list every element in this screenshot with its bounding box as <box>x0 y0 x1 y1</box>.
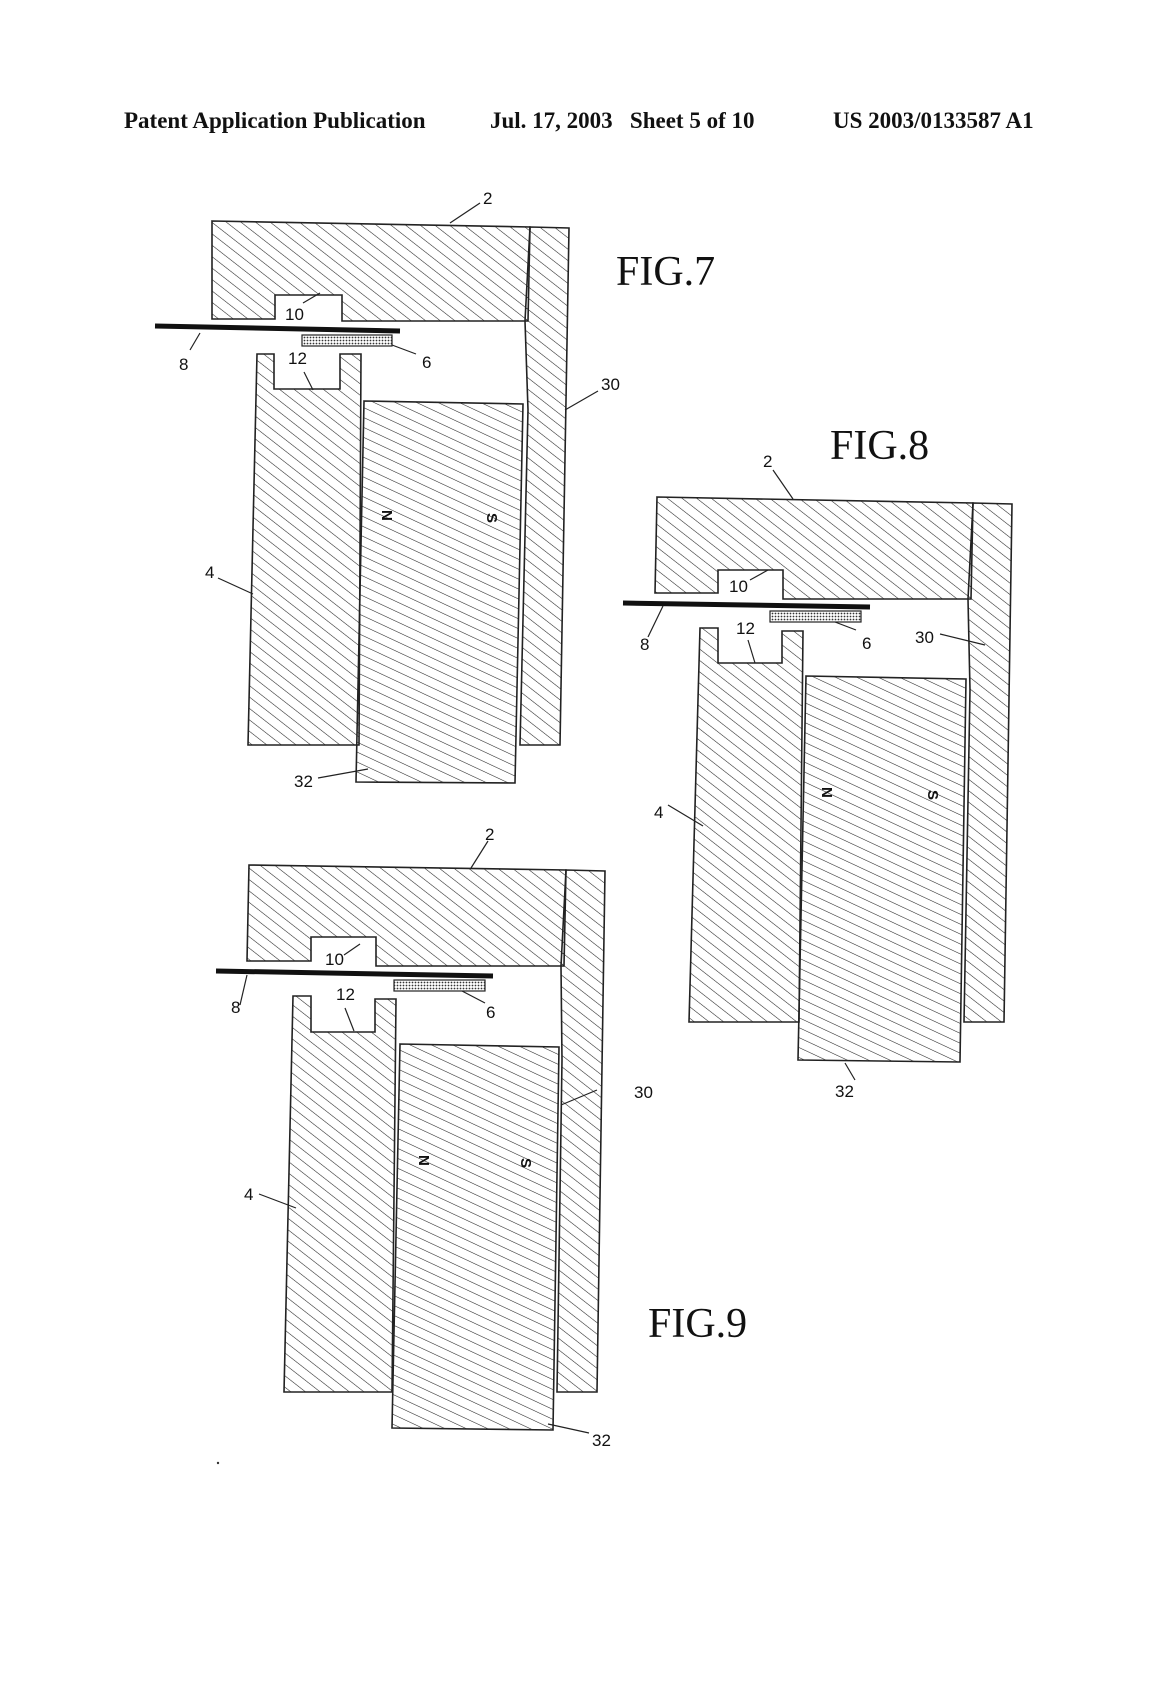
fig7-part-2 <box>211 220 531 322</box>
header-publication: Patent Application Publication <box>124 108 426 133</box>
fig8-plate-8 <box>622 600 871 610</box>
fig8-ref-12: 12 <box>736 619 755 638</box>
fig9-part-4 <box>283 995 397 1393</box>
fig7-ref-12: 12 <box>288 349 307 368</box>
fig9-pole-n: N <box>415 1155 432 1166</box>
figure-9: FIG.9 2 10 8 12 6 30 4 32 N S <box>215 825 747 1450</box>
fig8-element-6 <box>769 610 862 623</box>
fig7-pole-n: N <box>378 510 395 521</box>
fig8-ref-6: 6 <box>862 634 871 653</box>
fig9-ref-12: 12 <box>336 985 355 1004</box>
fig7-magnet-32 <box>355 400 524 784</box>
header-patent-number: US 2003/0133587 A1 <box>833 108 1034 133</box>
fig8-part-30 <box>963 502 1013 1023</box>
fig9-plate-8 <box>215 968 494 979</box>
fig7-ref-2: 2 <box>483 189 492 208</box>
fig8-pole-s: S <box>924 790 941 800</box>
fig8-magnet-32 <box>797 675 967 1063</box>
fig8-ref-4: 4 <box>654 803 663 822</box>
fig8-ref-32: 32 <box>835 1082 854 1101</box>
fig8-ref-8: 8 <box>640 635 649 654</box>
fig9-element-6 <box>393 979 486 992</box>
fig7-ref-6: 6 <box>422 353 431 372</box>
speck-mark <box>216 1461 220 1465</box>
fig7-ref-4: 4 <box>205 563 214 582</box>
fig9-ref-32: 32 <box>592 1431 611 1450</box>
fig8-part-2 <box>654 496 974 600</box>
fig8-ref-10: 10 <box>729 577 748 596</box>
fig9-part-30 <box>556 869 606 1393</box>
fig9-part-2 <box>246 864 567 967</box>
fig7-part-4 <box>247 353 362 746</box>
fig9-ref-30: 30 <box>634 1083 653 1102</box>
fig9-ref-4: 4 <box>244 1185 253 1204</box>
fig9-ref-10: 10 <box>325 950 344 969</box>
fig9-magnet-32 <box>391 1043 560 1431</box>
fig8-label: FIG.8 <box>830 423 929 469</box>
fig9-pole-s: S <box>517 1158 534 1168</box>
figure-8: FIG.8 2 10 8 12 6 30 4 32 N S <box>622 423 1013 1101</box>
fig7-pole-s: S <box>483 513 500 523</box>
fig9-ref-8: 8 <box>231 998 240 1017</box>
fig7-label: FIG.7 <box>616 249 715 295</box>
fig8-ref-2: 2 <box>763 452 772 471</box>
fig7-ref-32: 32 <box>294 772 313 791</box>
fig9-ref-6: 6 <box>486 1003 495 1022</box>
fig7-element-6 <box>301 334 393 347</box>
fig8-part-4 <box>688 627 804 1023</box>
fig7-ref-30: 30 <box>601 375 620 394</box>
figure-7: FIG.7 2 10 8 12 6 30 4 32 N S <box>154 189 715 791</box>
fig7-ref-8: 8 <box>179 355 188 374</box>
fig8-ref-30: 30 <box>915 628 934 647</box>
fig9-ref-2: 2 <box>485 825 494 844</box>
fig8-pole-n: N <box>818 787 835 798</box>
fig7-ref-10: 10 <box>285 305 304 324</box>
fig7-plate-8 <box>154 323 401 334</box>
header-date-sheet: Jul. 17, 2003 Sheet 5 of 10 <box>490 108 755 133</box>
fig9-label: FIG.9 <box>648 1301 747 1347</box>
fig7-part-30 <box>519 226 570 746</box>
